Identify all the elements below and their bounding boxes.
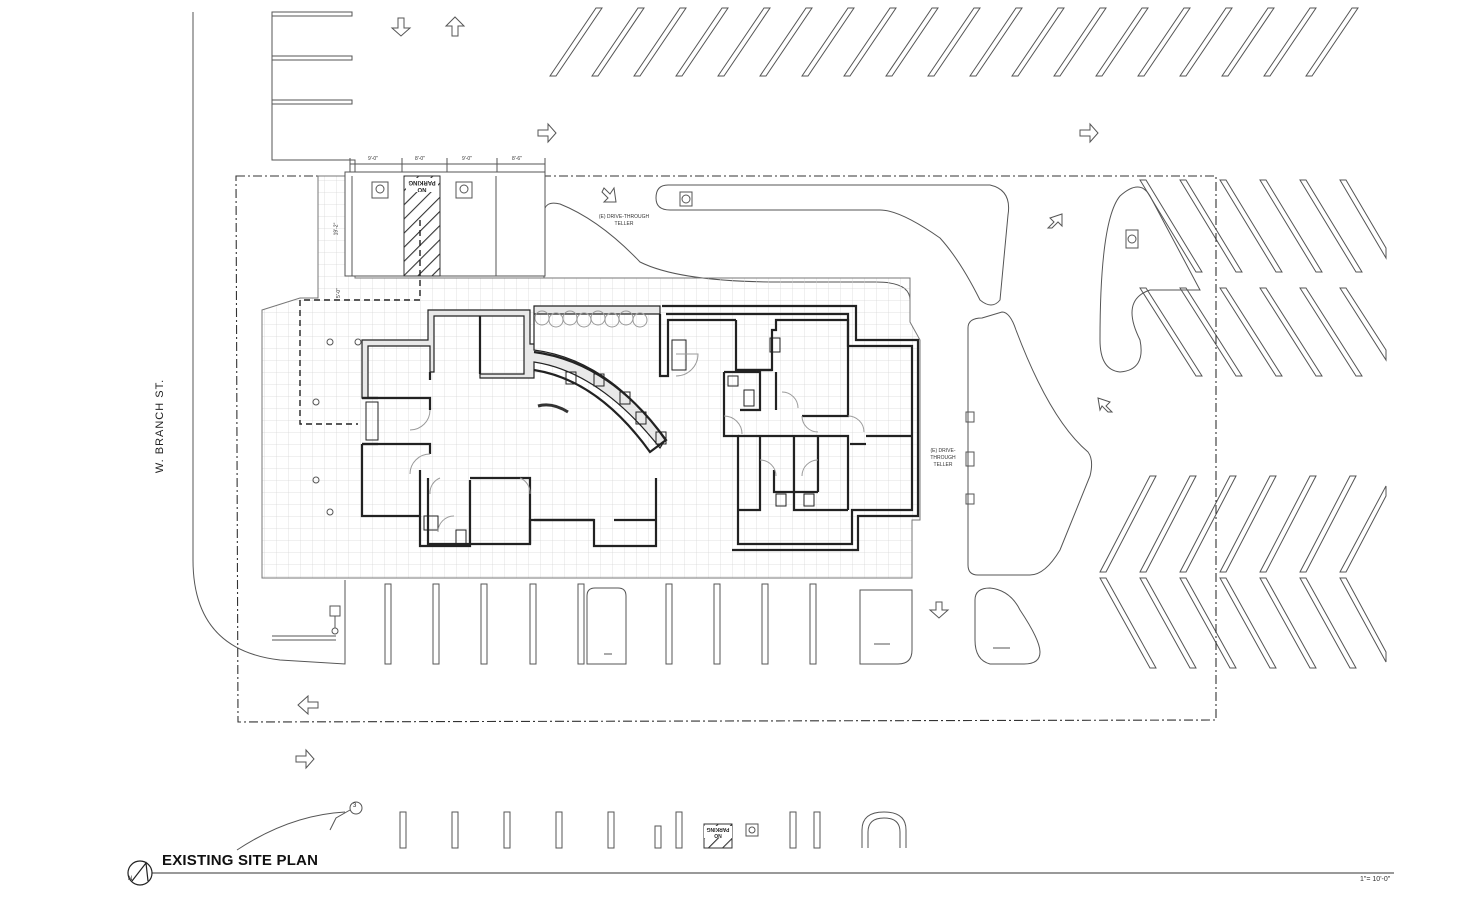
scale-label: 1"= 10'-0" (1360, 876, 1391, 883)
drive-through-line-2: TELLER (614, 221, 634, 227)
property-line (235, 175, 1217, 723)
dim-4: 8'-6" (512, 156, 522, 162)
no-parking-no: NO (417, 186, 427, 192)
site-fixtures (312, 191, 1139, 516)
no-parking-parking-2: PARKING (706, 826, 730, 832)
dim-3: 9'-0" (462, 156, 472, 162)
north-arrow-icon (127, 860, 153, 886)
parking-stripes-right (1099, 179, 1387, 669)
dim-2: 8'-0" (415, 156, 425, 162)
accessible-route (299, 220, 421, 425)
traffic-arrows (295, 16, 1114, 770)
parking-stripes-lower (399, 811, 907, 849)
detail-callout (329, 801, 363, 831)
drive-through-line-1: (E) DRIVE-THROUGH (598, 214, 650, 220)
drive-through-r-line-2: THROUGH (930, 455, 956, 461)
parking-stripes-top-left (271, 11, 353, 105)
dim-side: 19'-2" (333, 222, 340, 236)
drive-through-label-top: (E) DRIVE-THROUGH TELLER (594, 214, 654, 228)
drive-through-label-right: (E) DRIVE- THROUGH TELLER (918, 448, 968, 469)
accessible-parking-top (344, 171, 546, 277)
no-parking-label-top: NO PARKING (406, 178, 438, 192)
drive-through-r-line-3: TELLER (933, 462, 953, 468)
no-parking-no-2: NO (714, 832, 722, 838)
no-parking-label-bottom: NO PARKING (704, 826, 732, 838)
building-floor-plan (360, 304, 920, 552)
dim-1: 9'-0" (368, 156, 378, 162)
drive-through-r-line-1: (E) DRIVE- (930, 448, 956, 454)
street-label: W. BRANCH ST. (154, 378, 166, 474)
detail-tag-number: 3 (353, 803, 357, 809)
parking-stripes-top (549, 7, 1359, 77)
dimension-string-top (349, 158, 546, 172)
plan-title: EXISTING SITE PLAN (162, 852, 319, 869)
no-parking-parking: PARKING (408, 179, 436, 185)
parking-stripes-bottom (384, 583, 913, 665)
dim-side-2: 5'-0" (335, 288, 342, 298)
north-letter: N (128, 876, 133, 882)
